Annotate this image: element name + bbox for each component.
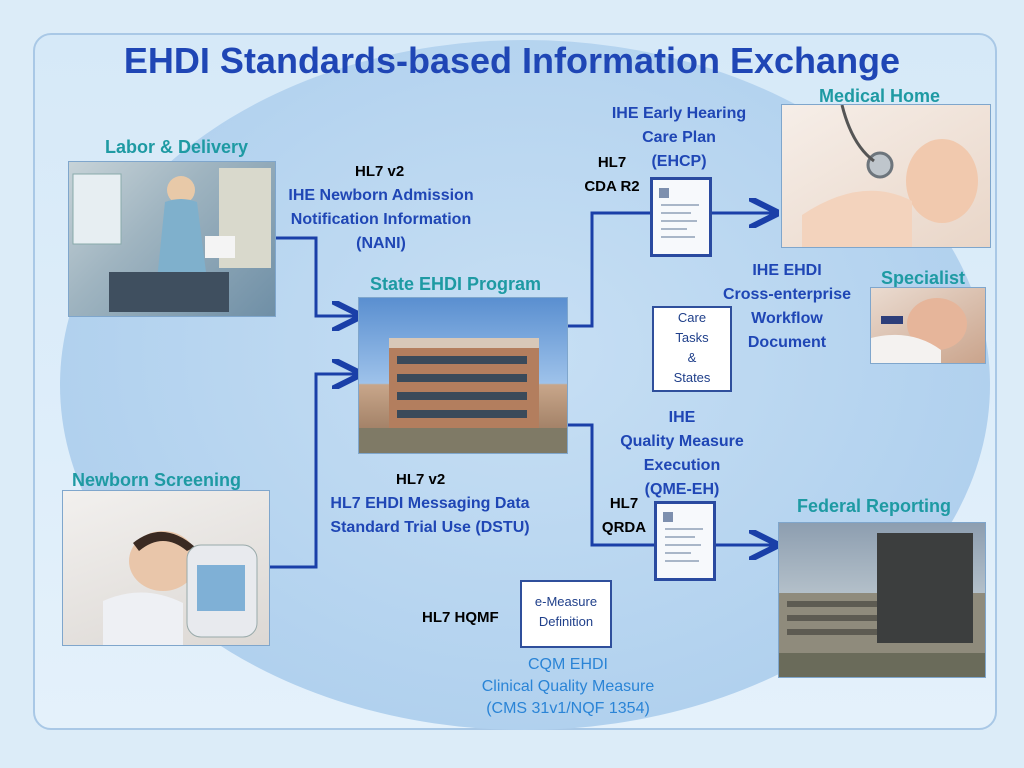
ehcp-line: (EHCP) (651, 153, 707, 170)
dstu-standard: HL7 v2 (396, 471, 446, 488)
nani-standard: HL7 v2 (355, 163, 405, 180)
labor-delivery-photo (68, 161, 276, 317)
qme-standard-line: QRDA (601, 519, 647, 536)
dstu-line: HL7 EHDI Messaging Data (330, 495, 530, 512)
nani-line: IHE Newborn Admission (288, 187, 474, 204)
e-measure-line: Definition (538, 614, 594, 629)
arrow-labor-to-state (275, 236, 356, 316)
e-measure-definition-box: e-Measure Definition (520, 580, 612, 648)
ehcp-line: IHE Early Hearing (611, 105, 747, 122)
cqm-line: (CMS 31v1/NQF 1354) (486, 700, 650, 717)
cqm-description: CQM EHDI Clinical Quality Measure (CMS 3… (448, 654, 688, 720)
qme-line: Execution (643, 457, 721, 474)
baby-stethoscope-icon (802, 105, 978, 247)
page-title: EHDI Standards-based Information Exchang… (123, 40, 901, 81)
qme-line: Quality Measure (620, 433, 744, 450)
qme-line: IHE (668, 409, 696, 426)
baby-hearing-screener-icon (103, 531, 258, 645)
arrow-newborn-to-state (268, 374, 356, 569)
hhs-building-icon (779, 533, 985, 677)
nani-line: Notification Information (290, 211, 472, 228)
care-tasks-states-box: Care Tasks & States (652, 306, 732, 392)
label-medical-home: Medical Home (819, 86, 941, 106)
ehcp-description: IHE Early Hearing Care Plan (EHCP) (596, 102, 762, 174)
care-tasks-line: States (673, 370, 711, 385)
care-tasks-line: Tasks (675, 330, 709, 345)
xdw-description: IHE EHDI Cross-enterprise Workflow Docum… (712, 259, 862, 355)
qme-description: IHE Quality Measure Execution (QME-EH) (608, 406, 756, 502)
federal-building-photo (778, 522, 986, 678)
medical-home-photo (781, 104, 991, 248)
ehcp-standard-line: CDA R2 (584, 178, 640, 195)
label-specialist: Specialist (881, 268, 966, 288)
hqmf-standard: HL7 HQMF (422, 609, 499, 626)
qme-standard-line: HL7 (609, 495, 639, 512)
xdw-line: Cross-enterprise (722, 286, 852, 303)
newborn-screening-photo (62, 490, 270, 646)
care-tasks-line: Care (677, 310, 707, 325)
label-newborn-screening: Newborn Screening (72, 470, 242, 490)
office-building-icon (359, 338, 567, 453)
label-labor-delivery: Labor & Delivery (105, 137, 249, 157)
care-tasks-line: & (687, 350, 697, 365)
ehcp-line: Care Plan (642, 129, 716, 146)
dstu-description: HL7 EHDI Messaging Data Standard Trial U… (314, 492, 546, 540)
nurse-at-cart-icon (72, 168, 271, 312)
qme-line: (QME-EH) (644, 481, 720, 498)
cqm-line: Clinical Quality Measure (481, 678, 655, 695)
label-state-ehdi-program: State EHDI Program (370, 274, 542, 294)
nani-description: IHE Newborn Admission Notification Infor… (270, 184, 492, 256)
xdw-line: IHE EHDI (752, 262, 822, 279)
label-federal-reporting: Federal Reporting (797, 496, 952, 516)
cqm-line: CQM EHDI (528, 656, 608, 673)
baby-ear-exam-icon (871, 298, 967, 363)
nani-line: (NANI) (356, 235, 406, 252)
xdw-line: Document (747, 334, 827, 351)
dstu-line: Standard Trial Use (DSTU) (330, 519, 530, 536)
ehcp-standard-line: HL7 (597, 154, 627, 171)
e-measure-line: e-Measure (534, 594, 598, 609)
xdw-line: Workflow (751, 310, 823, 327)
ehcp-standard: HL7 CDA R2 (580, 151, 644, 199)
specialist-photo (870, 287, 986, 364)
qrda-document-icon (654, 501, 716, 581)
state-ehdi-building-photo (358, 297, 568, 454)
qme-standard: HL7 QRDA (592, 492, 656, 540)
ehcp-document-icon (650, 177, 712, 257)
